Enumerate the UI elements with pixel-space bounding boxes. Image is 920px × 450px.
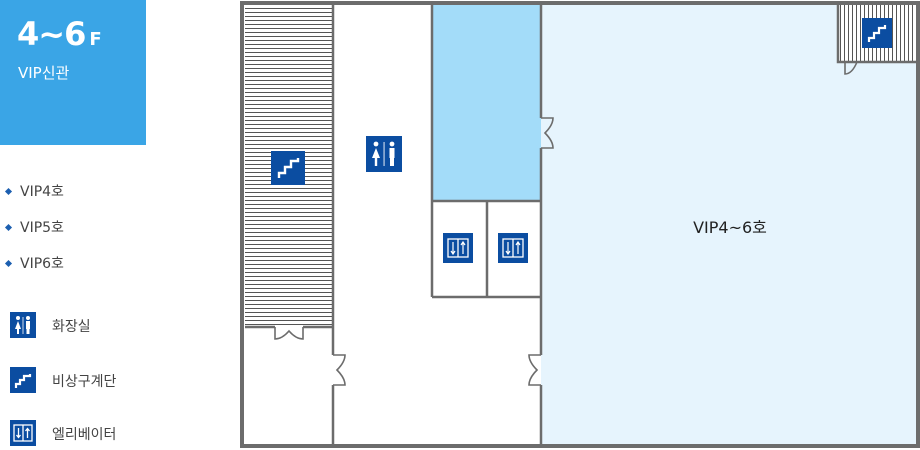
service-core-area bbox=[432, 5, 541, 201]
restroom-icon bbox=[10, 312, 36, 338]
room-list-item[interactable]: VIP6호 bbox=[4, 255, 64, 291]
emergency-stairs-icon bbox=[862, 18, 892, 48]
room-label: VIP4~6호 bbox=[693, 218, 767, 237]
legend-label: 화장실 bbox=[52, 319, 91, 335]
emergency-stairs-icon bbox=[10, 367, 36, 393]
room-list-item[interactable]: VIP4호 bbox=[4, 183, 64, 219]
vip-room-area[interactable] bbox=[541, 5, 917, 446]
building-name: VIP신관 bbox=[18, 64, 70, 82]
legend-label: 엘리베이터 bbox=[52, 427, 117, 443]
emergency-stairs-icon bbox=[271, 151, 305, 185]
elevator-icon bbox=[498, 233, 528, 263]
room-list-item[interactable]: VIP5호 bbox=[4, 219, 64, 255]
elevator-icon bbox=[10, 420, 36, 446]
restroom-icon bbox=[366, 136, 402, 172]
elevator-icon bbox=[443, 233, 473, 263]
room-list: VIP4호 VIP5호 VIP6호 bbox=[4, 183, 64, 291]
legend-label: 비상구계단 bbox=[52, 374, 117, 390]
